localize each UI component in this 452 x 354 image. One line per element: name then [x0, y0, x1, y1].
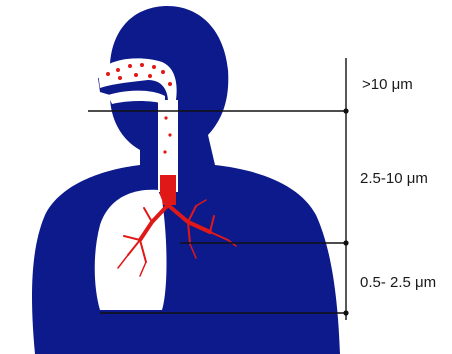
particle [148, 74, 152, 78]
level-dot-trachea [343, 240, 348, 245]
trachea-lower [160, 175, 176, 205]
particle [134, 73, 138, 77]
human-silhouette [32, 6, 340, 354]
particle [164, 116, 167, 119]
particle [168, 133, 171, 136]
particle [152, 65, 156, 69]
particle [116, 68, 120, 72]
particle [118, 76, 122, 80]
level-dot-alveoli [343, 310, 348, 315]
particle [106, 72, 110, 76]
body-shape [32, 6, 340, 354]
size-label-nasal: >10 μm [362, 76, 413, 93]
particle [163, 150, 166, 153]
size-label-trachea: 2.5-10 μm [360, 170, 428, 187]
particle [140, 63, 144, 67]
level-dot-nasal [343, 108, 348, 113]
particle [168, 82, 172, 86]
particle [161, 70, 165, 74]
size-label-alveoli: 0.5- 2.5 μm [360, 274, 436, 291]
particle [128, 64, 132, 68]
